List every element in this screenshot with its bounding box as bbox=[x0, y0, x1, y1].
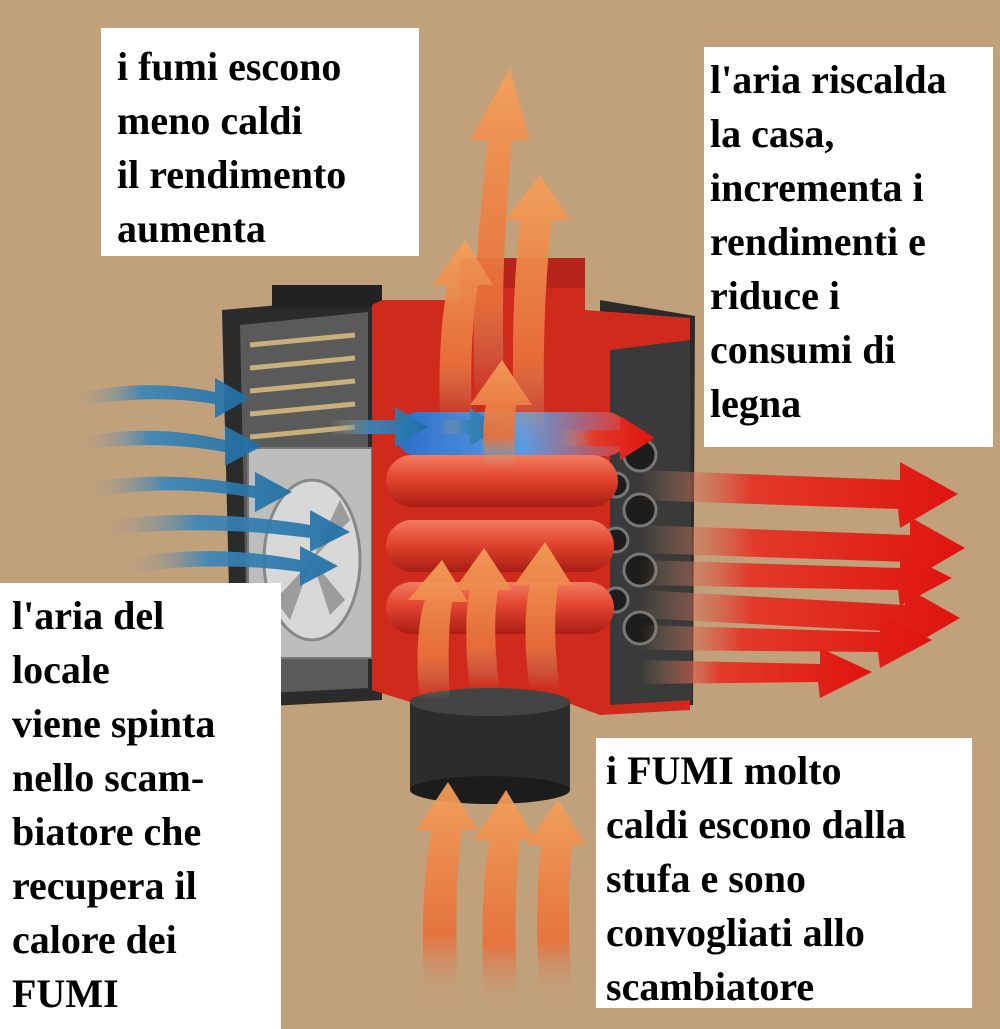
label-line: legna bbox=[710, 381, 802, 426]
label-line: l'aria del bbox=[12, 593, 165, 638]
label-line: caldi escono dalla bbox=[606, 802, 907, 847]
label-line: stufa e sono bbox=[606, 856, 807, 901]
label-line: aumenta bbox=[117, 206, 266, 251]
smoke-arrows bbox=[408, 68, 586, 1010]
label-line: viene spinta bbox=[12, 701, 216, 746]
label-line: nello scam- bbox=[12, 755, 205, 800]
label-line: incrementa i bbox=[710, 165, 924, 210]
label-line: i FUMI molto bbox=[606, 748, 842, 793]
hot-air-arrows bbox=[560, 416, 965, 698]
label-line: la casa, bbox=[710, 111, 835, 156]
label-line: meno caldi bbox=[117, 98, 303, 143]
flue-collar bbox=[410, 688, 570, 804]
label-line: FUMI bbox=[12, 971, 119, 1016]
label-line: il rendimento bbox=[117, 152, 347, 197]
label-line: i fumi escono bbox=[117, 44, 342, 89]
label-line: rendimenti e bbox=[710, 219, 926, 264]
label-line: convogliati allo bbox=[606, 910, 865, 955]
label-line: locale bbox=[12, 647, 110, 692]
label-hot-smoke: i FUMI molto caldi escono dalla stufa e … bbox=[596, 738, 972, 1009]
label-line: recupera il bbox=[12, 863, 197, 908]
label-line: scambiatore bbox=[606, 964, 815, 1009]
label-line: l'aria riscalda bbox=[710, 57, 947, 102]
label-room-air: l'aria del locale viene spinta nello sca… bbox=[0, 583, 281, 1029]
label-line: riduce i bbox=[710, 273, 840, 318]
label-smoke-exit: i fumi escono meno caldi il rendimento a… bbox=[101, 28, 419, 256]
label-line: biatore che bbox=[12, 809, 202, 854]
label-warm-air: l'aria riscalda la casa, incrementa i re… bbox=[704, 47, 993, 447]
label-line: consumi di bbox=[710, 327, 896, 372]
label-line: calore dei bbox=[12, 917, 177, 962]
